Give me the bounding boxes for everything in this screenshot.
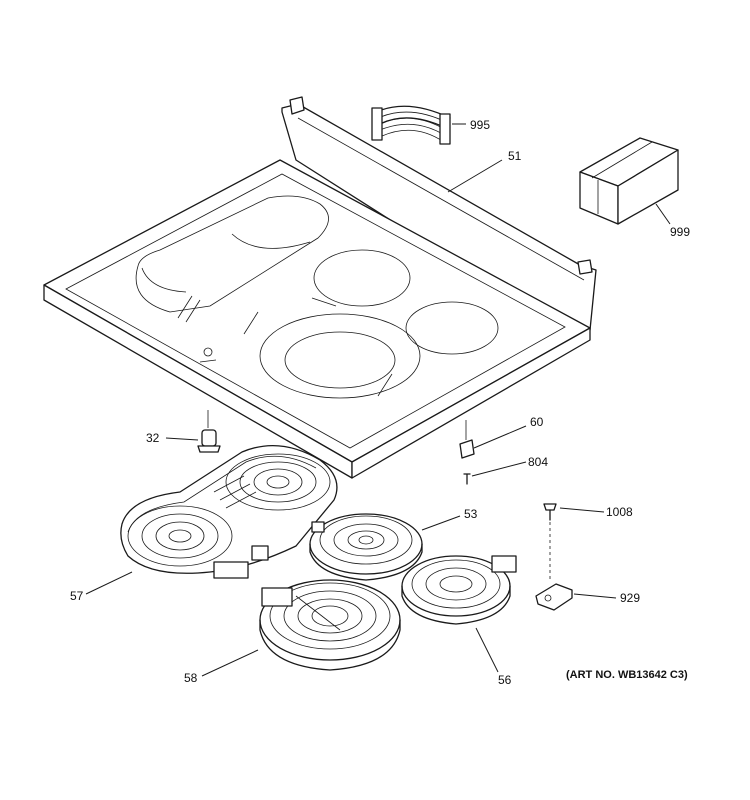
limiter-sensor[interactable] bbox=[197, 410, 221, 453]
callout-56: 56 bbox=[498, 673, 512, 687]
callout-58: 58 bbox=[184, 671, 198, 685]
callout-1008: 1008 bbox=[606, 505, 633, 519]
literature-kit-box[interactable] bbox=[579, 137, 679, 225]
screw-804[interactable] bbox=[463, 473, 471, 485]
surface-element-56[interactable] bbox=[401, 555, 517, 625]
callout-804: 804 bbox=[528, 455, 548, 469]
callout-995: 995 bbox=[470, 118, 490, 132]
bridge-surface-element[interactable] bbox=[120, 444, 338, 579]
leader-lines bbox=[85, 123, 671, 677]
callout-929: 929 bbox=[620, 591, 640, 605]
callout-51: 51 bbox=[508, 149, 522, 163]
bracket-clip[interactable] bbox=[459, 420, 475, 459]
screw-1008[interactable] bbox=[543, 503, 557, 582]
callout-labels: 995 51 999 32 60 804 1008 53 57 929 58 5… bbox=[70, 118, 690, 687]
callout-57: 57 bbox=[70, 589, 84, 603]
art-number: (ART NO. WB13642 C3) bbox=[566, 669, 688, 681]
callout-53: 53 bbox=[464, 507, 478, 521]
callout-999: 999 bbox=[670, 225, 690, 239]
surface-element-53[interactable] bbox=[309, 513, 423, 581]
callout-32: 32 bbox=[146, 431, 160, 445]
callout-60: 60 bbox=[530, 415, 544, 429]
surface-unit-bracket[interactable] bbox=[535, 583, 573, 611]
large-surface-element[interactable] bbox=[259, 579, 401, 671]
wire-harness[interactable] bbox=[371, 105, 451, 145]
glass-cooktop[interactable] bbox=[43, 96, 597, 479]
